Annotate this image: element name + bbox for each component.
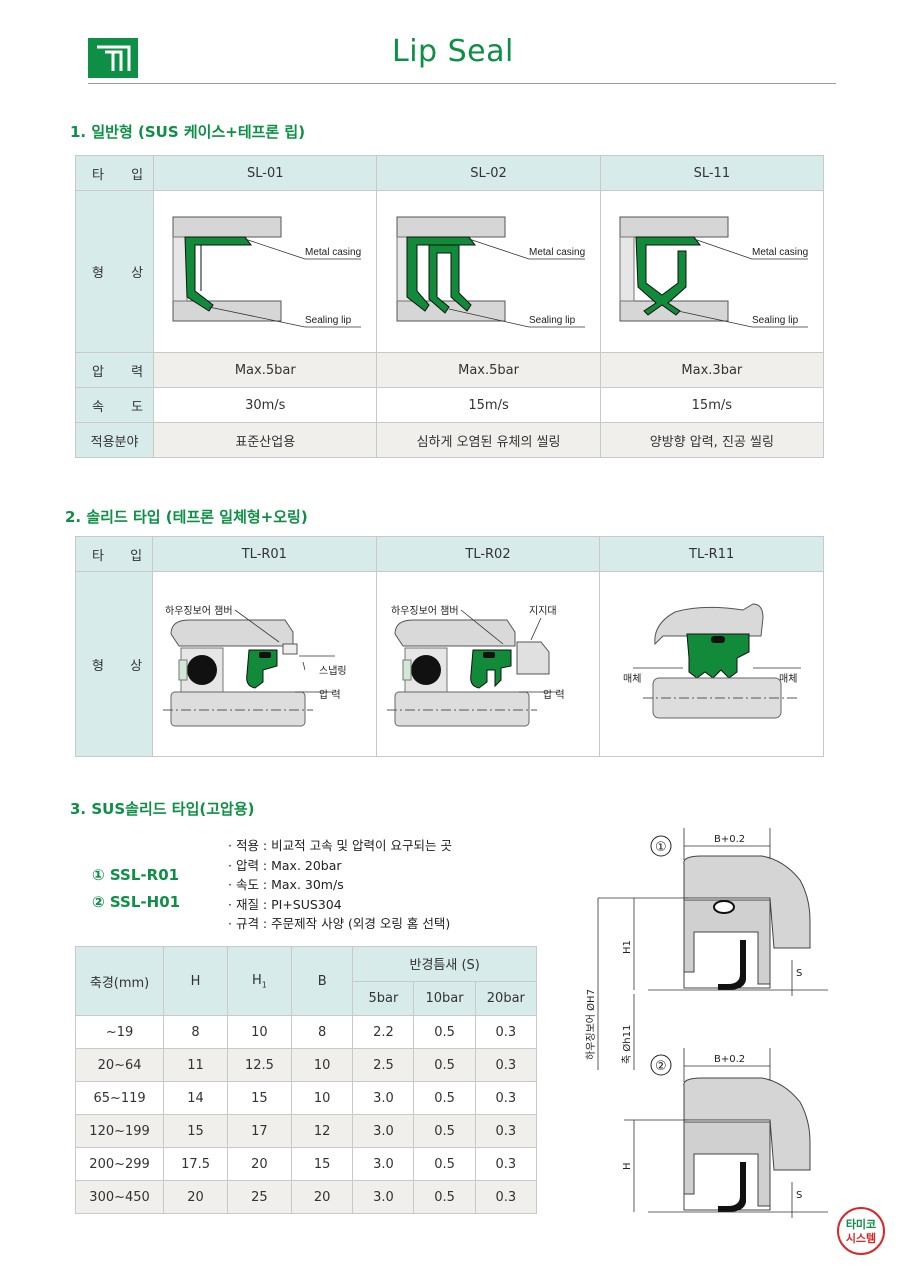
header-h1: H1 [227, 946, 292, 1016]
header-shaft: 축경(mm) [74, 946, 165, 1016]
pressure-sl01: Max.5bar [153, 352, 378, 388]
figure-sl02: Metal casing Sealing lip [376, 190, 601, 353]
dim-b-1: B+0.2 [714, 834, 745, 845]
label-medium-left: 매체 [623, 673, 641, 685]
sus-seal-drawing: ① B+0.2 S H1 하우징보어 ØH7 축 Øh11 ② B+0.2 H … [584, 828, 828, 1218]
dim-h1: H1 [622, 940, 633, 954]
type-sl11: SL-11 [599, 155, 825, 191]
dim-s-2: S [796, 1190, 802, 1201]
brand-stamp-icon: 타미코 시스템 [837, 1207, 885, 1255]
bullet-speed: · 속도 : Max. 30m/s [228, 877, 344, 892]
dim-h: H [622, 1162, 633, 1170]
header-h: H [163, 946, 228, 1016]
drawing-marker-1: ① [655, 840, 667, 855]
speed-sl11: 15m/s [599, 387, 825, 423]
type-sl01: SL-01 [153, 155, 378, 191]
section1-title: 1. 일반형 (SUS 케이스+테프론 립) [70, 123, 306, 141]
drawing-marker-2: ② [655, 1059, 667, 1074]
dim-bore: 하우징보어 ØH7 [584, 989, 597, 1060]
model-ssl-r01: ① SSL-R01 [92, 866, 180, 884]
figure-tlr11: 매체 매체 [599, 571, 824, 757]
page-title: Lip Seal [392, 34, 514, 69]
type-tlr11: TL-R11 [599, 536, 824, 572]
dim-shaft: 축 Øh11 [621, 1025, 633, 1064]
type-tlr01: TL-R01 [152, 536, 377, 572]
label-chamfer: 하우징보어 챔버 [165, 604, 233, 617]
model-list: ① SSL-R01 ② SSL-H01 [92, 862, 180, 916]
bullet-pressure: · 압력 : Max. 20bar [228, 857, 342, 873]
label-metal-casing: Metal casing [305, 247, 361, 258]
bullet-application: · 적용 : 비교적 고속 및 압력이 요구되는 곳 [228, 838, 452, 853]
speed-sl02: 15m/s [376, 387, 601, 423]
header-radial-gap: 반경틈새 (S) [352, 946, 537, 982]
svg-text:타미코: 타미코 [846, 1217, 876, 1231]
dim-s-1: S [796, 968, 802, 979]
pressure-sl02: Max.5bar [376, 352, 601, 388]
dim-b-2: B+0.2 [714, 1054, 745, 1065]
svg-text:Metal casing: Metal casing [529, 247, 585, 258]
label-snap-ring: 스냅링 [319, 665, 347, 677]
application-sl11: 양방향 압력, 진공 씰링 [599, 422, 825, 458]
label-medium-right: 매체 [779, 673, 797, 685]
svg-text:하우징보어 챔버: 하우징보어 챔버 [391, 604, 459, 617]
application-sl01: 표준산업용 [153, 422, 378, 458]
svg-text:Metal casing: Metal casing [752, 247, 808, 258]
header-b: B [290, 946, 354, 1016]
label-pressure: 압 력 [319, 688, 341, 701]
figure-sl11: Metal casing Sealing lip [599, 190, 825, 353]
bullet-spec: · 규격 : 주문제작 사양 (외경 오링 홈 선택) [228, 916, 451, 931]
svg-text:압 력: 압 력 [543, 688, 565, 701]
svg-text:시스템: 시스템 [846, 1231, 876, 1245]
header-divider [88, 83, 836, 84]
dimension-table: 축경(mm) H H1 B 반경틈새 (S) 5bar 10bar 20bar … [74, 946, 538, 1214]
header-5bar: 5bar [352, 980, 415, 1016]
pressure-sl11: Max.3bar [599, 352, 825, 388]
model-ssl-h01: ② SSL-H01 [92, 893, 181, 911]
application-sl02: 심하게 오염된 유체의 씰링 [376, 422, 601, 458]
section3-title: 3. SUS솔리드 타입(고압용) [70, 800, 255, 818]
header-20bar: 20bar [474, 980, 538, 1016]
header-10bar: 10bar [413, 980, 476, 1016]
figure-tlr01: 하우징보어 챔버 스냅링 압 력 [152, 571, 377, 757]
type-sl02: SL-02 [376, 155, 601, 191]
svg-text:Sealing lip: Sealing lip [752, 315, 799, 326]
row-label-application: 적용분야 [74, 422, 155, 458]
label-sealing-lip: Sealing lip [305, 315, 352, 326]
section2-title: 2. 솔리드 타입 (테프론 일체형+오링) [65, 508, 308, 526]
bullet-material: · 재질 : PI+SUS304 [228, 896, 342, 912]
spec-bullets: · 적용 : 비교적 고속 및 압력이 요구되는 곳 · 압력 : Max. 2… [228, 836, 452, 934]
svg-text:Sealing lip: Sealing lip [529, 315, 576, 326]
label-support: 지지대 [529, 605, 557, 617]
type-tlr02: TL-R02 [375, 536, 601, 572]
speed-sl01: 30m/s [153, 387, 378, 423]
figure-sl01: Metal casing Sealing lip [153, 190, 378, 353]
company-logo-icon [88, 38, 138, 78]
figure-tlr02: 하우징보어 챔버 지지대 압 력 [375, 571, 601, 757]
